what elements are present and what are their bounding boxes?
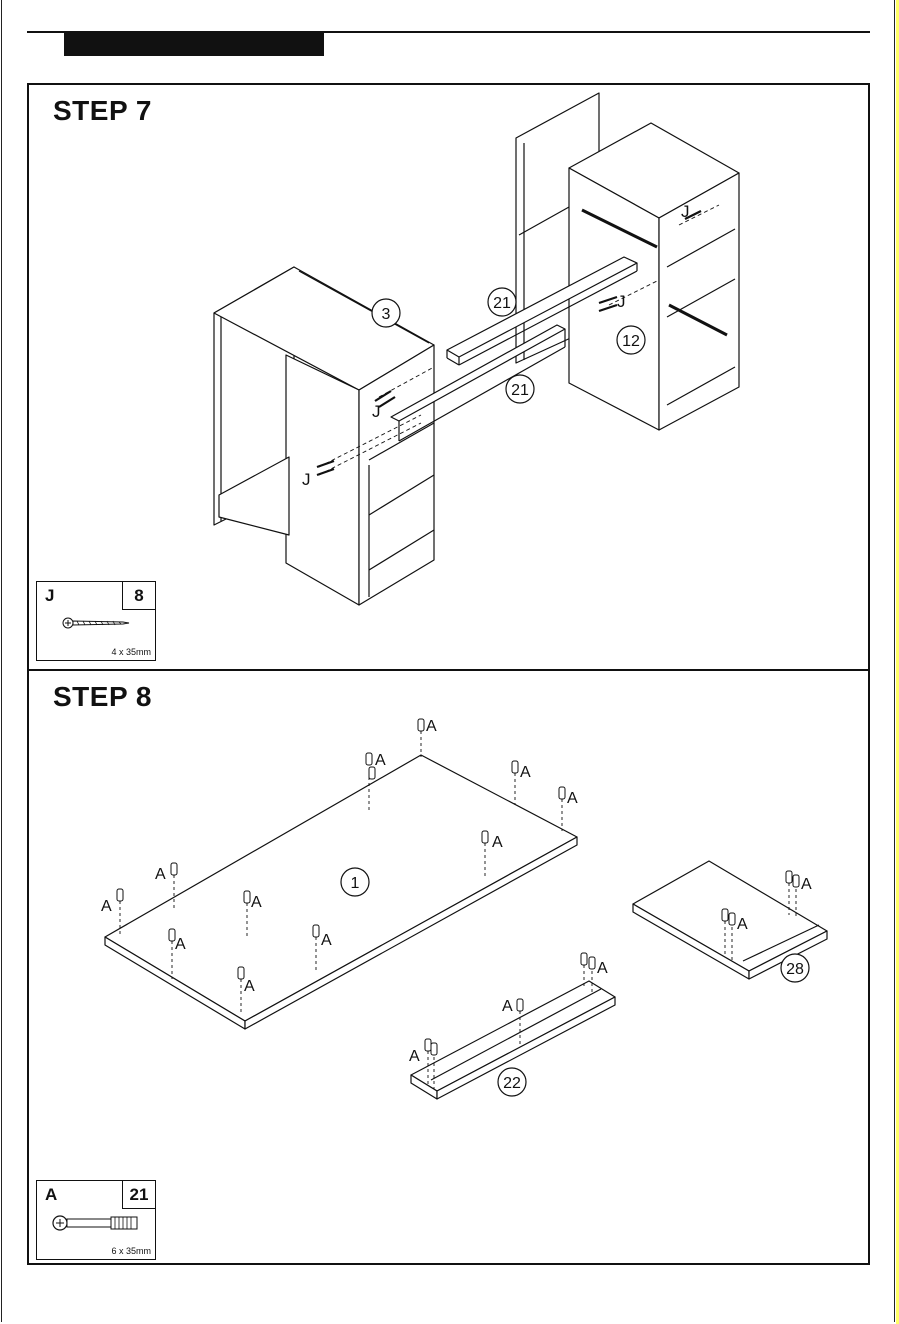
label-j-3: J: [617, 292, 626, 311]
label-a: A: [567, 790, 578, 807]
label-a: A: [426, 718, 437, 735]
label-a: A: [101, 898, 112, 915]
hardware-box-j: J 8 4 x 35mm: [36, 581, 156, 661]
hardware-qty: 21: [122, 1181, 155, 1209]
hardware-code: A: [45, 1185, 57, 1205]
label-a: A: [502, 998, 513, 1015]
label-a: A: [597, 960, 608, 977]
label-j-4: J: [681, 202, 690, 221]
step-7-panel: STEP 7: [27, 83, 870, 671]
hardware-qty: 8: [122, 582, 155, 610]
callout-28: 28: [786, 961, 804, 978]
label-j-1: J: [372, 402, 381, 421]
label-a: A: [175, 936, 186, 953]
hardware-code: J: [45, 586, 54, 606]
label-a: A: [321, 932, 332, 949]
callout-12: 12: [622, 333, 640, 350]
screw-icon: [61, 616, 131, 630]
label-a: A: [492, 834, 503, 851]
cabinet-left-front: [359, 345, 434, 605]
cabinet-left-side: [286, 355, 359, 605]
hardware-size: 6 x 35mm: [111, 1246, 151, 1256]
step-8-illustration: 1 22 28 A A A A A A A A A A A A A A A A: [29, 671, 872, 1267]
callout-3: 3: [382, 306, 391, 323]
label-a: A: [244, 978, 255, 995]
step-8-panel: STEP 8: [27, 669, 870, 1265]
label-a: A: [409, 1048, 420, 1065]
label-a: A: [251, 894, 262, 911]
label-a: A: [375, 752, 386, 769]
callout-1: 1: [351, 875, 360, 892]
label-a: A: [737, 916, 748, 933]
callout-22: 22: [503, 1075, 521, 1092]
label-j-2: J: [302, 470, 311, 489]
hardware-box-a: A 21 6 x 35mm: [36, 1180, 156, 1260]
hardware-size: 4 x 35mm: [111, 647, 151, 657]
label-a: A: [520, 764, 531, 781]
callout-21a: 21: [493, 295, 511, 312]
cam-bolt-icon: [51, 1213, 141, 1233]
label-a: A: [801, 876, 812, 893]
header-bar: [64, 33, 324, 56]
callout-21b: 21: [511, 382, 529, 399]
label-a: A: [155, 866, 166, 883]
